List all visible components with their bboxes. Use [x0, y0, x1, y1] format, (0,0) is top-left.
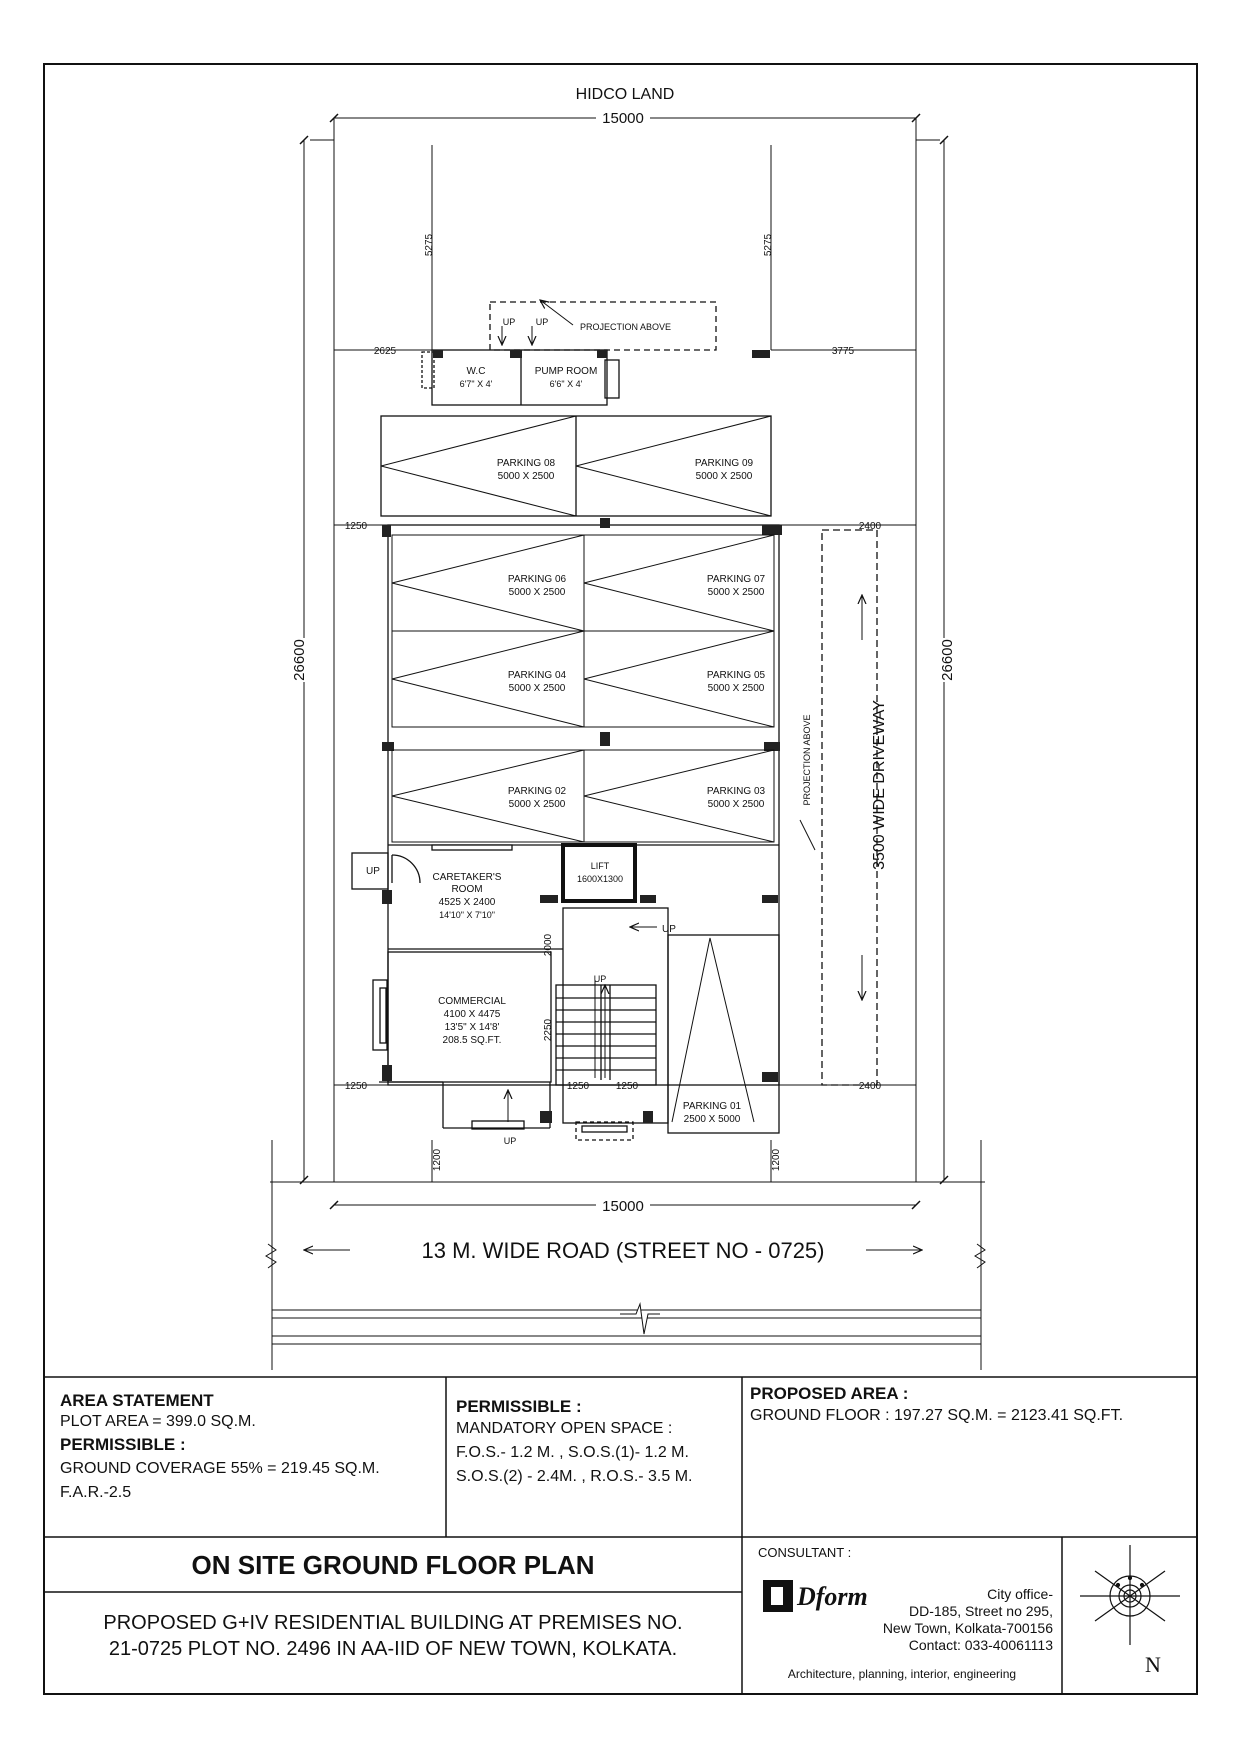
up-label-entrance: UP: [504, 1136, 517, 1146]
top-label: HIDCO LAND: [576, 86, 675, 103]
break-symbols: [265, 1243, 986, 1335]
caretaker-name: CARETAKER'S: [433, 872, 502, 883]
north-label: N: [1145, 1652, 1161, 1677]
caretaker-name-2: ROOM: [451, 884, 482, 895]
lift-size: 1600X1300: [577, 874, 623, 884]
lift-name: LIFT: [591, 861, 610, 871]
parking-02-size: 5000 X 2500: [509, 799, 566, 810]
up-label-top-right: UP: [536, 317, 549, 327]
parking-06-size: 5000 X 2500: [509, 587, 566, 598]
wc-name: W.C: [467, 366, 486, 377]
road-label: 13 M. WIDE ROAD (STREET NO - 0725): [421, 1238, 824, 1263]
caretaker-size: 4525 X 2400: [439, 897, 496, 908]
parking-05-size: 5000 X 2500: [708, 683, 765, 694]
parking-09-name: PARKING 09: [695, 458, 754, 469]
front-dim-left: 1200: [432, 1148, 443, 1171]
consultant-addr1: DD-185, Street no 295,: [909, 1603, 1053, 1619]
up-label-stair: UP: [594, 974, 607, 984]
commercial-size-ft: 13'5" X 14'8': [445, 1022, 500, 1033]
commercial-name: COMMERCIAL: [438, 996, 506, 1007]
stair-dim-1250-right: 1250: [616, 1081, 639, 1092]
commercial-size: 4100 X 4475: [444, 1009, 501, 1020]
parking-04-name: PARKING 04: [508, 670, 567, 681]
info-panel-lines: [44, 1376, 1197, 1694]
parking-06-name: PARKING 06: [508, 574, 567, 585]
dform-logo: Dform: [763, 1580, 868, 1612]
stair-dim-2250: 2250: [543, 1018, 554, 1041]
left-setback-dim: 2625: [374, 346, 397, 357]
parking-03-name: PARKING 03: [707, 786, 766, 797]
projection-above-side: PROJECTION ABOVE: [802, 714, 812, 805]
plot-area: PLOT AREA = 399.0 SQ.M.: [60, 1413, 256, 1430]
right-setback-dim: 3775: [832, 346, 855, 357]
up-label-caretaker: UP: [366, 866, 380, 877]
parking-08-name: PARKING 08: [497, 458, 556, 469]
depth-dim-right: 26600: [939, 639, 956, 681]
building-walls: [351, 301, 878, 1141]
proposed-ground-floor: GROUND FLOOR : 197.27 SQ.M. = 2123.41 SQ…: [750, 1407, 1124, 1424]
parking-01-size: 2500 X 5000: [684, 1114, 741, 1125]
consultant-tagline: Architecture, planning, interior, engine…: [787, 1667, 1017, 1681]
plan-labels: HIDCO LAND 15000 15000 26600 26600 5275 …: [290, 86, 956, 1264]
parking-05-name: PARKING 05: [707, 670, 766, 681]
far: F.A.R.-2.5: [60, 1484, 132, 1501]
sheet-border: [43, 63, 1198, 1695]
project-desc-line1: PROPOSED G+IV RESIDENTIAL BUILDING AT PR…: [103, 1612, 683, 1634]
side-dim-right: 5275: [763, 233, 774, 256]
area-permissible-heading: PERMISSIBLE :: [60, 1435, 186, 1454]
parking-01-name: PARKING 01: [683, 1101, 742, 1112]
parking-08-size: 5000 X 2500: [498, 471, 555, 482]
permissible-heading: PERMISSIBLE :: [456, 1397, 582, 1416]
dimension-lines: [270, 117, 985, 1370]
width-dim-top: 15000: [602, 110, 644, 127]
consultant-office: City office-: [987, 1586, 1053, 1602]
caretaker-size-ft: 14'10" X 7'10": [439, 910, 495, 920]
wc-size: 6'7" X 4': [460, 379, 493, 389]
dimension-ticks: [299, 113, 949, 1210]
permissible-line3: S.O.S.(2) - 2.4M. , R.O.S.- 3.5 M.: [456, 1468, 693, 1485]
project-desc-line2: 21-0725 PLOT NO. 2496 IN AA-IID OF NEW T…: [108, 1638, 678, 1660]
permissible-line2: F.O.S.- 1.2 M. , S.O.S.(1)- 1.2 M.: [456, 1444, 689, 1461]
drawing-title: ON SITE GROUND FLOOR PLAN: [191, 1550, 595, 1580]
logo-text: Dform: [796, 1582, 868, 1611]
up-label-lobby: UP: [662, 924, 676, 935]
driveway-label: 3500 WIDE DRIVEWAY: [871, 700, 888, 870]
parking-03-size: 5000 X 2500: [708, 799, 765, 810]
ground-coverage: GROUND COVERAGE 55% = 219.45 SQ.M.: [60, 1460, 380, 1477]
stair-dim-1250-left: 1250: [567, 1081, 590, 1092]
consultant-label: CONSULTANT :: [758, 1545, 852, 1560]
side-dim-1250-top: 1250: [345, 521, 368, 532]
depth-dim-left: 26600: [291, 639, 308, 681]
front-dim-right: 1200: [771, 1148, 782, 1171]
side-dim-left: 5275: [424, 233, 435, 256]
consultant-contact: Contact: 033-40061113: [908, 1637, 1053, 1653]
commercial-area: 208.5 SQ.FT.: [443, 1035, 502, 1046]
consultant-addr2: New Town, Kolkata-700156: [882, 1620, 1053, 1636]
stair-dim-2000: 2000: [543, 933, 554, 956]
parking-04-size: 5000 X 2500: [509, 683, 566, 694]
pump-room-size: 6'6" X 4': [550, 379, 583, 389]
up-label-top-left: UP: [503, 317, 516, 327]
parking-bays: [380, 415, 775, 1123]
columns: [382, 350, 782, 1123]
parking-09-size: 5000 X 2500: [696, 471, 753, 482]
area-statement-heading: AREA STATEMENT: [60, 1391, 214, 1410]
proposed-area-heading: PROPOSED AREA :: [750, 1384, 909, 1403]
arrows: [304, 300, 922, 1250]
side-dim-2400-top: 2400: [859, 521, 882, 532]
side-dim-2400-bottom: 2400: [859, 1081, 882, 1092]
permissible-line1: MANDATORY OPEN SPACE :: [456, 1420, 673, 1437]
parking-07-name: PARKING 07: [707, 574, 766, 585]
pump-room-name: PUMP ROOM: [535, 366, 598, 377]
north-arrow-icon: [1080, 1545, 1180, 1645]
side-dim-1250-bottom: 1250: [345, 1081, 368, 1092]
projection-above-top: PROJECTION ABOVE: [580, 322, 671, 332]
parking-02-name: PARKING 02: [508, 786, 567, 797]
parking-07-size: 5000 X 2500: [708, 587, 765, 598]
width-dim-bottom: 15000: [602, 1198, 644, 1215]
